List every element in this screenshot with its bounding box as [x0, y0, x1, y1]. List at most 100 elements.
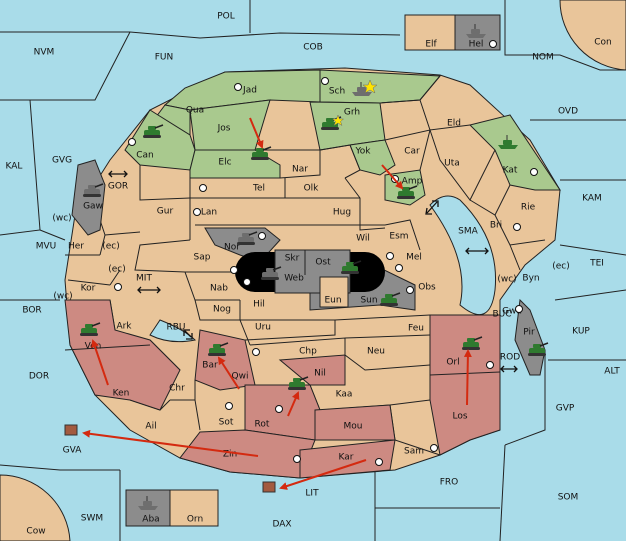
label-gwa: Gwa: [502, 307, 522, 317]
label-gva: GVA: [63, 446, 83, 456]
map-labels: POL NVM FUN COB NOM OVD Con KAL GVG GOR …: [6, 12, 621, 537]
label-orl: Orl: [446, 358, 459, 368]
label-lan: Lan: [201, 208, 217, 218]
label-aba: Aba: [142, 515, 159, 525]
label-kat: Kat: [503, 166, 518, 176]
label-kaa: Kaa: [336, 390, 353, 400]
region-sma-channel[interactable]: [429, 195, 497, 315]
label-nog: Nog: [213, 305, 231, 315]
coast-tag-byn-wc: (wc): [497, 275, 516, 285]
label-sch: Sch: [329, 87, 345, 97]
label-skr: Skr: [285, 254, 300, 264]
region-gaw[interactable]: [71, 159, 106, 236]
unit-army-lit[interactable]: [262, 481, 276, 493]
region-rbu-bay[interactable]: [149, 319, 197, 343]
label-ail: Ail: [145, 422, 156, 432]
label-gvp: GVP: [556, 404, 575, 414]
label-kor: Kor: [81, 284, 96, 294]
order-arrows: [82, 117, 472, 490]
label-nar: Nar: [292, 165, 308, 175]
label-sot: Sot: [219, 418, 234, 428]
region-nil[interactable]: [278, 354, 346, 386]
label-kup: KUP: [572, 327, 590, 337]
unit-army-gva[interactable]: [64, 424, 78, 436]
label-mou: Mou: [344, 422, 363, 432]
label-ken: Ken: [113, 389, 130, 399]
region-orn[interactable]: [169, 489, 219, 527]
label-gor: GOR: [108, 182, 128, 192]
region-elf[interactable]: [404, 14, 456, 51]
label-qua: Qua: [186, 106, 204, 116]
label-rbu: RBU: [166, 323, 185, 333]
label-bor: BOR: [22, 306, 41, 316]
label-pol: POL: [217, 12, 235, 22]
label-rie: Rie: [521, 203, 536, 213]
label-buc: BUC: [492, 310, 511, 320]
coast-tag-her-ec: (ec): [102, 242, 120, 252]
label-orn: Orn: [187, 515, 203, 525]
label-nor: Nor: [224, 243, 240, 253]
label-hel: Hel: [469, 40, 484, 50]
label-ost: Ost: [315, 258, 331, 268]
label-mel: Mel: [406, 253, 422, 263]
region-pir[interactable]: [514, 298, 546, 376]
label-con: Con: [594, 38, 612, 48]
label-neu: Neu: [367, 347, 385, 357]
label-gur: Gur: [157, 207, 174, 217]
label-obs: Obs: [418, 283, 436, 293]
label-tei: TEI: [589, 259, 604, 269]
label-sap: Sap: [194, 253, 211, 263]
label-hil: Hil: [253, 300, 265, 310]
label-cow: Cow: [26, 527, 45, 537]
label-uta: Uta: [444, 159, 460, 169]
label-eld: Eld: [447, 119, 461, 129]
label-uru: Uru: [255, 323, 271, 333]
label-jad: Jad: [242, 86, 257, 96]
label-pir: Pir: [523, 328, 535, 338]
label-fun: FUN: [155, 53, 174, 63]
supply-centers: [114, 40, 538, 466]
label-kal: KAL: [6, 162, 23, 172]
label-som: SOM: [558, 493, 579, 503]
label-lit: LIT: [305, 489, 319, 499]
dislodged-markers: [331, 79, 378, 127]
label-can: Can: [136, 151, 154, 161]
label-sma: SMA: [458, 227, 478, 237]
label-rot: Rot: [255, 420, 270, 430]
label-mvu: MVU: [36, 242, 57, 252]
label-amp: Amp: [402, 177, 423, 187]
region-con[interactable]: [559, 0, 626, 71]
label-elc: Elc: [218, 158, 231, 168]
label-alt: ALT: [604, 367, 620, 377]
coast-tag-her-wc: (wc): [52, 214, 71, 224]
passage-arrows: [108, 170, 518, 373]
label-grh: Grh: [344, 108, 360, 118]
label-kar: Kar: [339, 453, 354, 463]
region-kar[interactable]: [299, 439, 396, 479]
label-dax: DAX: [272, 520, 291, 530]
label-jos: Jos: [217, 124, 231, 134]
label-chr: Chr: [169, 384, 185, 394]
label-ark: Ark: [116, 322, 132, 332]
label-fro: FRO: [440, 478, 459, 488]
label-los: Los: [452, 412, 467, 422]
label-sun: Sun: [360, 296, 377, 306]
label-olk: Olk: [304, 184, 320, 194]
label-kam: KAM: [582, 194, 602, 204]
label-web: Web: [284, 274, 304, 284]
label-rod: ROD: [500, 353, 520, 363]
label-esm: Esm: [389, 232, 408, 242]
region-eun[interactable]: [319, 276, 349, 308]
label-nvm: NVM: [34, 48, 55, 58]
label-zin: Zin: [223, 450, 237, 460]
label-elf: Elf: [425, 40, 437, 50]
region-cow[interactable]: [0, 474, 71, 541]
label-gvg: GVG: [52, 156, 72, 166]
orl-los-border: [429, 371, 501, 376]
label-nil: Nil: [314, 369, 326, 379]
region-orl-los[interactable]: [429, 314, 501, 456]
units: [64, 23, 549, 511]
label-ovd: OVD: [558, 107, 578, 117]
region-ven-ken[interactable]: [64, 299, 181, 411]
